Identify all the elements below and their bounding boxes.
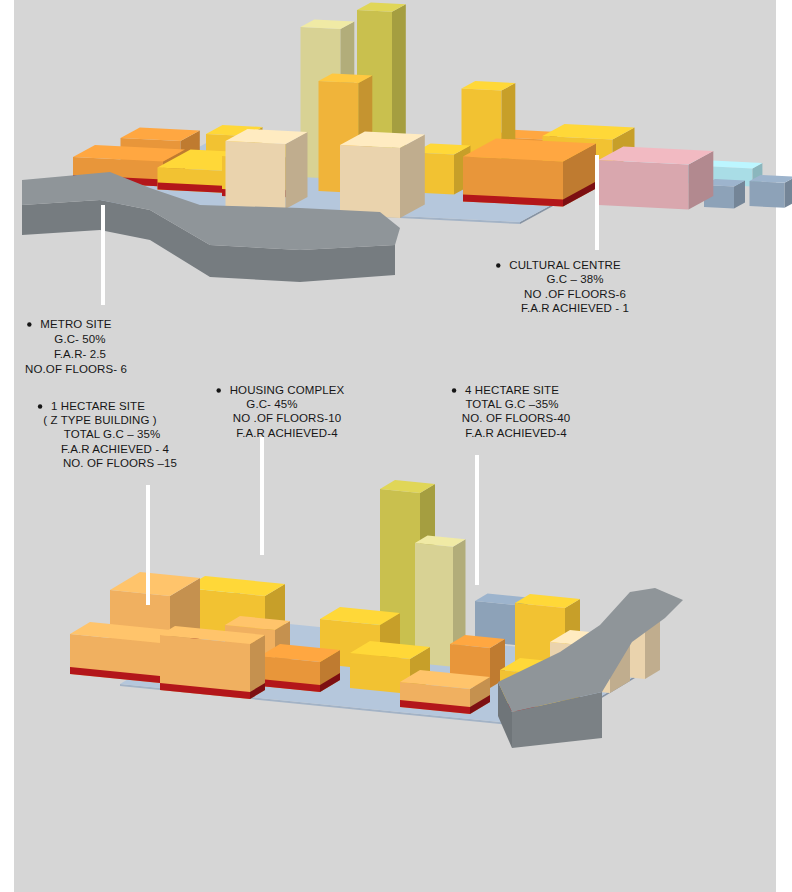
- block-front: [160, 635, 250, 699]
- podium-base: [463, 195, 563, 207]
- bullet-dot: [27, 322, 31, 326]
- block-side: [286, 132, 308, 209]
- callout-stat: F.A.R ACHIEVED - 4: [61, 443, 169, 456]
- leader-line: [260, 437, 264, 555]
- metro-top: [498, 588, 683, 712]
- block-top: [110, 572, 200, 596]
- block-front: [260, 656, 320, 692]
- block-front: [226, 141, 286, 209]
- callout-stat: NO. OF FLOORS –15: [63, 457, 177, 470]
- block-top: [160, 626, 265, 644]
- callout-heading: 4 HECTARE SITE: [465, 384, 559, 397]
- callout-stat: F.A.R ACHIEVED - 1: [521, 302, 629, 315]
- callout-heading: HOUSING COMPLEX: [230, 384, 345, 397]
- leader-line: [595, 155, 599, 250]
- block-top: [320, 607, 400, 625]
- block-front: [463, 157, 563, 207]
- podium-base: [160, 683, 250, 699]
- callout-stat: NO. OF FLOORS-40: [462, 412, 570, 425]
- block-top: [750, 175, 792, 183]
- callout-stat: TOTAL G.C – 35%: [64, 428, 161, 441]
- building-block: [340, 132, 425, 219]
- block-side: [400, 135, 425, 219]
- block-top: [357, 3, 406, 12]
- block-top: [301, 20, 355, 30]
- building-block: [750, 175, 792, 208]
- building-block: [400, 670, 490, 714]
- ground-panel: [14, 0, 776, 892]
- callout-heading: METRO SITE: [40, 318, 111, 331]
- block-top: [73, 145, 185, 162]
- callout-stat: F.A.R- 2.5: [54, 348, 106, 361]
- block-front: [750, 181, 785, 208]
- callout-stat: NO.OF FLOORS- 6: [25, 363, 127, 376]
- callout-stat: G.C- 45%: [246, 398, 297, 411]
- block-top: [380, 480, 435, 493]
- bullets: [27, 263, 500, 408]
- block-top: [543, 124, 635, 140]
- block-top: [225, 616, 290, 630]
- block-top: [340, 132, 425, 149]
- block-top: [260, 644, 340, 662]
- block-front: [340, 145, 400, 218]
- lower-massing-model: [70, 480, 683, 748]
- callout-stat: ( Z TYPE BUILDING ): [43, 414, 157, 427]
- block-top: [319, 74, 373, 84]
- bullet-dot: [38, 404, 42, 408]
- callout-stat: G.C – 38%: [546, 273, 603, 286]
- callout-stat: NO .OF FLOORS-10: [233, 412, 341, 425]
- upper-massing-model: [22, 3, 792, 283]
- leader-line: [475, 455, 479, 585]
- callout-stat: TOTAL G.C –35%: [465, 398, 558, 411]
- callout-stat: G.C- 50%: [54, 333, 105, 346]
- bullet-dot: [216, 388, 220, 392]
- block-top: [400, 670, 490, 689]
- callout-stat: NO .OF FLOORS-6: [524, 288, 626, 301]
- podium-base: [320, 673, 340, 692]
- building-block: [260, 644, 340, 692]
- block-top: [350, 641, 430, 659]
- podium-base: [470, 695, 490, 714]
- block-top: [599, 147, 714, 165]
- metro-top: [22, 172, 400, 250]
- bullet-dot: [496, 263, 500, 267]
- block-top: [463, 139, 596, 162]
- block-front: [599, 160, 689, 210]
- block-top: [450, 635, 505, 648]
- block-side: [250, 635, 265, 699]
- podium-base: [260, 679, 320, 692]
- building-block: [463, 139, 596, 207]
- leader-lines: [103, 155, 597, 605]
- bullet-dot: [452, 388, 456, 392]
- building-block: [226, 129, 308, 209]
- podium-base: [250, 683, 265, 699]
- callout-stat: F.A.R ACHIEVED-4: [465, 427, 566, 440]
- block-top: [121, 128, 200, 142]
- callout-stat: F.A.R ACHIEVED-4: [236, 427, 337, 440]
- leader-line: [101, 205, 105, 305]
- leader-line: [146, 485, 150, 605]
- podium-base: [400, 700, 470, 714]
- block-top: [515, 594, 580, 608]
- podium-base: [563, 182, 596, 207]
- block-top: [226, 129, 308, 144]
- callout-heading: 1 HECTARE SITE: [51, 400, 145, 413]
- building-block: [599, 147, 714, 210]
- block-top: [415, 536, 466, 547]
- podium-base: [70, 667, 160, 683]
- block-top: [462, 81, 516, 91]
- building-block: [160, 626, 265, 699]
- callout-heading: CULTURAL CENTRE: [509, 259, 620, 272]
